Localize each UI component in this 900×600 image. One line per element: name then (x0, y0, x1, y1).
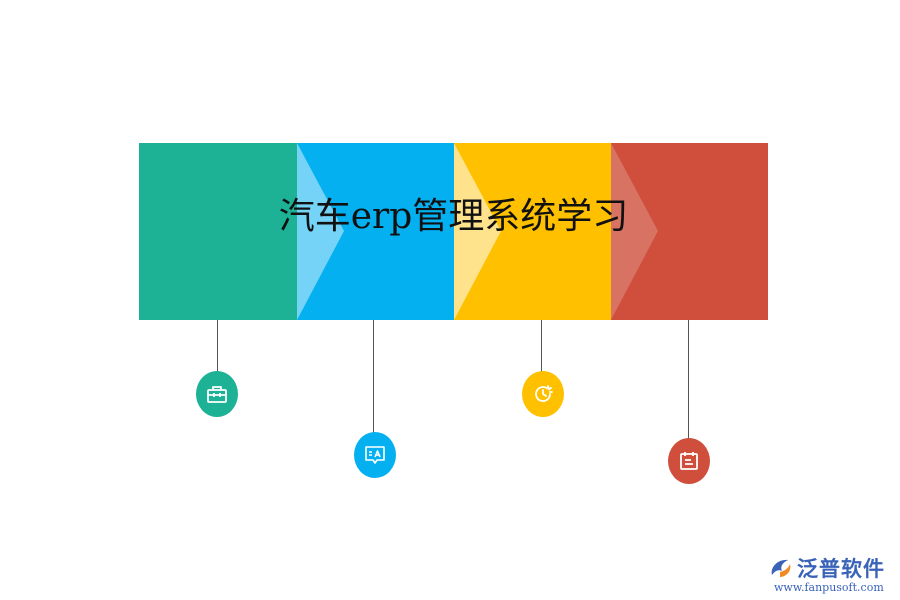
diagram-title: 汽车erp管理系统学习 (278, 196, 629, 237)
connector-line-4 (688, 320, 689, 438)
brand-name: 泛普软件 (797, 557, 885, 581)
connector-line-3 (541, 320, 542, 372)
connector-line-2 (373, 320, 374, 433)
connector-line-1 (217, 320, 218, 372)
node-1 (196, 371, 238, 417)
translate-chat-icon (365, 446, 385, 464)
step-band-1 (139, 143, 297, 320)
brand-logo: 泛普软件 www.fanpusoft.com (768, 553, 893, 595)
step-band-2 (297, 143, 454, 320)
node-3 (522, 371, 564, 417)
node-2 (354, 432, 396, 478)
fanpu-logo-icon (771, 559, 791, 577)
node-4 (668, 438, 710, 484)
calendar-icon (680, 452, 698, 470)
brand-url: www.fanpusoft.com (774, 581, 884, 594)
clock-refresh-icon (535, 385, 553, 402)
toolbox-icon (207, 386, 227, 403)
step-band-4 (611, 143, 768, 320)
